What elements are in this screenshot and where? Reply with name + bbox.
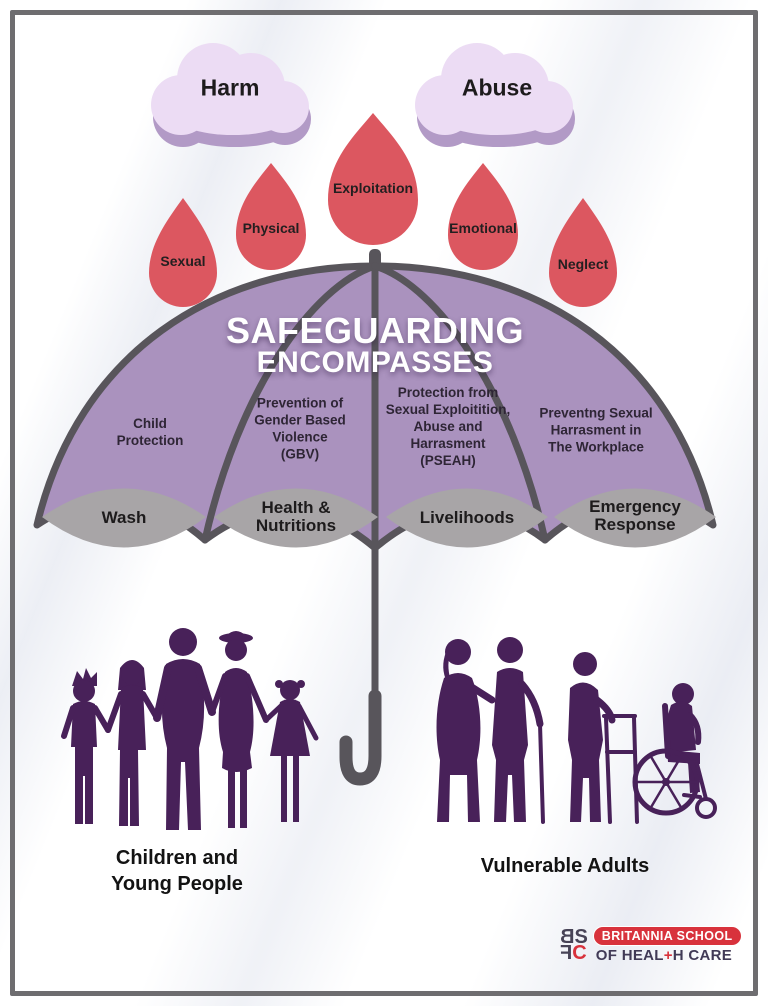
raindrop-emotional xyxy=(448,163,518,270)
monogram-letter: F xyxy=(560,942,573,964)
logo-school-name: BRITANNIA SCHOOL xyxy=(592,926,742,946)
raindrop-sexual xyxy=(149,198,217,307)
group-label-children: Children and Young People xyxy=(111,847,243,895)
logo-tagline: OF HEAL+H CARE xyxy=(593,947,732,964)
vulnerable-adults-silhouette xyxy=(436,637,717,824)
sector-label-livelihoods: Livelihoods xyxy=(419,508,515,528)
sector-label-health: Health & Nutritions xyxy=(255,498,337,535)
wheelchair-icon xyxy=(632,748,717,819)
panel-pseah: Protection from Sexual Exploitition, Abu… xyxy=(385,384,511,468)
sector-lens-livelihoods xyxy=(386,488,548,548)
raindrop-exploitation xyxy=(328,113,418,245)
walker-icon xyxy=(602,714,639,824)
logo-plus-icon: + xyxy=(663,947,673,964)
panel-gbv: Prevention of Gender Based Violence (GBV… xyxy=(254,395,346,461)
sector-label-wash: Wash xyxy=(101,508,147,528)
sector-label-emergency: Emergency Response xyxy=(589,497,681,534)
abuse-cloud-icon xyxy=(415,43,575,147)
raindrop-neglect xyxy=(549,198,617,307)
panel-child-protection: Child Protection xyxy=(116,416,184,448)
umbrella-title-line1: SAFEGUARDING xyxy=(225,310,525,351)
drop-label-sexual: Sexual xyxy=(160,253,206,269)
umbrella-ribs xyxy=(201,262,549,552)
monogram-letter: S xyxy=(574,925,588,948)
drop-label-physical: Physical xyxy=(242,220,300,236)
drop-label-exploitation: Exploitation xyxy=(332,180,414,196)
harm-cloud-label: Harm xyxy=(200,74,260,101)
raindrop-physical xyxy=(236,163,306,270)
logo-tagline-part2: H CARE xyxy=(672,947,733,964)
drop-label-neglect: Neglect xyxy=(557,256,609,272)
harm-cloud-icon xyxy=(151,43,311,147)
umbrella-handle xyxy=(339,689,382,786)
group-label-vulnerable-adults: Vulnerable Adults xyxy=(480,855,650,877)
umbrella-title-line2: ENCOMPASSES xyxy=(256,346,494,379)
panel-workplace: Preventng Sexual Harrasment in The Workp… xyxy=(539,405,653,455)
logo-tagline-part1: OF HEAL xyxy=(595,947,664,964)
sector-lens-emergency xyxy=(554,488,716,548)
children-family-silhouette xyxy=(61,628,319,830)
sector-lens-health xyxy=(214,488,378,548)
sector-lens-wash xyxy=(42,488,206,548)
monogram-letter: C xyxy=(572,942,587,964)
abuse-cloud-label: Abuse xyxy=(461,74,533,101)
drop-label-emotional: Emotional xyxy=(449,220,517,236)
